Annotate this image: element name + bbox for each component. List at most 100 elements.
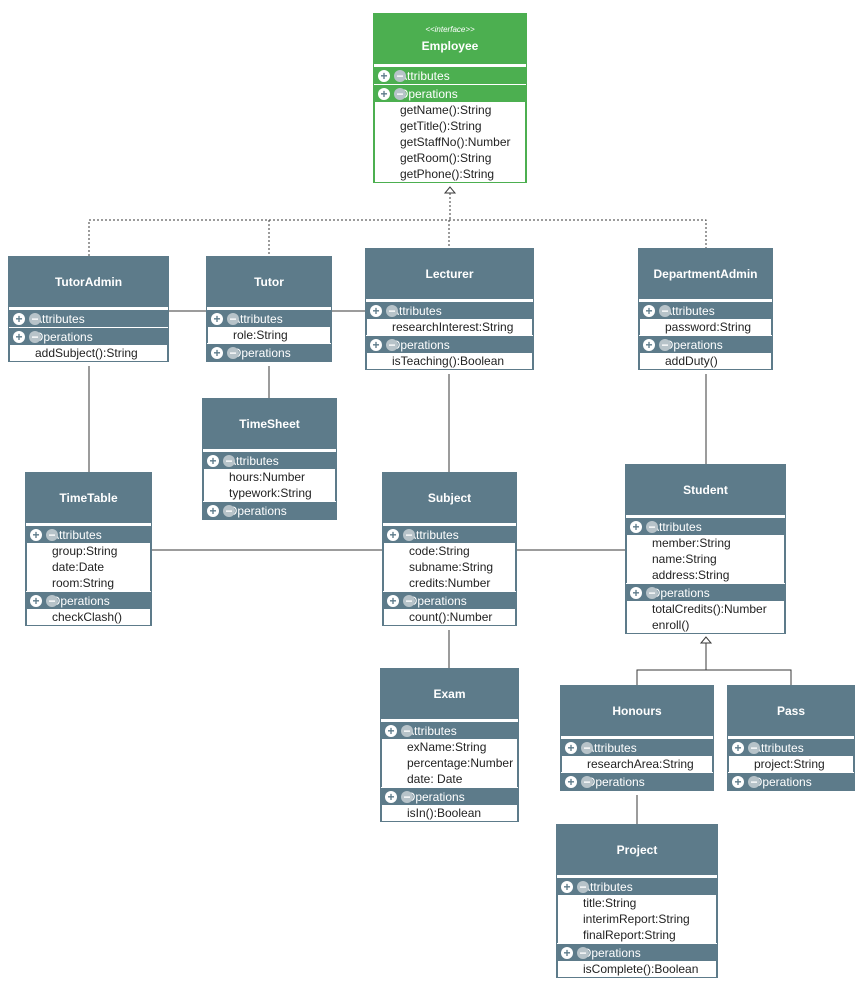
add-operation-icon[interactable]: + (13, 331, 25, 343)
class-exam[interactable]: Exam▼Attributes+−exName:Stringpercentage… (380, 668, 519, 822)
attributes-section-header[interactable]: ▼Attributes+− (9, 309, 168, 327)
operations-section-header[interactable]: ▼Operations+− (557, 943, 717, 961)
attributes-section-header[interactable]: ▼Attributes+− (728, 738, 854, 756)
attribute-row[interactable]: room:String (26, 575, 151, 591)
remove-attribute-icon[interactable]: − (386, 305, 398, 317)
operations-section-header[interactable]: ▼Operations+− (639, 335, 772, 353)
class-departmentadmin[interactable]: DepartmentAdmin▼Attributes+−password:Str… (638, 248, 773, 370)
class-header[interactable]: TimeSheet (203, 399, 336, 451)
operation-row[interactable]: getStaffNo():Number (374, 134, 526, 150)
attributes-section-header[interactable]: ▼Attributes+− (207, 309, 331, 327)
remove-attribute-icon[interactable]: − (659, 305, 671, 317)
add-operation-icon[interactable]: + (561, 947, 573, 959)
add-operation-icon[interactable]: + (378, 88, 390, 100)
add-attribute-icon[interactable]: + (370, 305, 382, 317)
attribute-row[interactable]: date: Date (381, 771, 518, 787)
add-attribute-icon[interactable]: + (643, 305, 655, 317)
remove-attribute-icon[interactable]: − (223, 455, 235, 467)
remove-operation-icon[interactable]: − (659, 339, 671, 351)
attribute-row[interactable]: hours:Number (203, 469, 336, 485)
remove-attribute-icon[interactable]: − (581, 742, 593, 754)
attributes-section-header[interactable]: ▼Attributes+− (561, 738, 713, 756)
operation-row[interactable]: enroll() (626, 617, 785, 633)
class-header[interactable]: Subject (383, 473, 516, 525)
attribute-row[interactable]: finalReport:String (557, 927, 717, 943)
add-operation-icon[interactable]: + (207, 505, 219, 517)
class-subject[interactable]: Subject▼Attributes+−code:Stringsubname:S… (382, 472, 517, 626)
class-header[interactable]: Tutor (207, 257, 331, 309)
attribute-row[interactable]: group:String (26, 543, 151, 559)
operations-section-header[interactable]: ▼Operations+− (561, 772, 713, 790)
add-operation-icon[interactable]: + (630, 587, 642, 599)
remove-attribute-icon[interactable]: − (46, 529, 58, 541)
add-attribute-icon[interactable]: + (630, 521, 642, 533)
class-header[interactable]: DepartmentAdmin (639, 249, 772, 301)
remove-operation-icon[interactable]: − (646, 587, 658, 599)
add-attribute-icon[interactable]: + (732, 742, 744, 754)
remove-operation-icon[interactable]: − (581, 776, 593, 788)
add-attribute-icon[interactable]: + (207, 455, 219, 467)
operation-row[interactable]: addDuty() (639, 353, 772, 369)
remove-attribute-icon[interactable]: − (403, 529, 415, 541)
operations-section-header[interactable]: ▼Operations+− (26, 591, 151, 609)
operations-section-header[interactable]: ▼Operations+− (366, 335, 533, 353)
operations-section-header[interactable]: ▼Operations+− (9, 327, 168, 345)
operation-row[interactable]: getName():String (374, 102, 526, 118)
attribute-row[interactable]: member:String (626, 535, 785, 551)
add-attribute-icon[interactable]: + (30, 529, 42, 541)
operation-row[interactable]: getPhone():String (374, 166, 526, 182)
class-employee[interactable]: <<interface>>Employee▼Attributes+−▼Opera… (373, 13, 527, 183)
operation-row[interactable]: checkClash() (26, 609, 151, 625)
class-pass[interactable]: Pass▼Attributes+−project:String▼Operatio… (727, 685, 855, 791)
operation-row[interactable]: isTeaching():Boolean (366, 353, 533, 369)
attributes-section-header[interactable]: ▼Attributes+− (381, 721, 518, 739)
remove-operation-icon[interactable]: − (46, 595, 58, 607)
add-attribute-icon[interactable]: + (378, 70, 390, 82)
add-operation-icon[interactable]: + (211, 347, 223, 359)
remove-operation-icon[interactable]: − (577, 947, 589, 959)
operation-row[interactable]: getRoom():String (374, 150, 526, 166)
add-attribute-icon[interactable]: + (13, 313, 25, 325)
add-attribute-icon[interactable]: + (561, 881, 573, 893)
attribute-row[interactable]: project:String (728, 756, 854, 772)
remove-operation-icon[interactable]: − (394, 88, 406, 100)
class-header[interactable]: TimeTable (26, 473, 151, 525)
class-project[interactable]: Project▼Attributes+−title:StringinterimR… (556, 824, 718, 978)
attributes-section-header[interactable]: ▼Attributes+− (557, 877, 717, 895)
class-header[interactable]: Student (626, 465, 785, 517)
attributes-section-header[interactable]: ▼Attributes+− (366, 301, 533, 319)
remove-attribute-icon[interactable]: − (401, 725, 413, 737)
remove-attribute-icon[interactable]: − (646, 521, 658, 533)
operations-section-header[interactable]: ▼Operations+− (374, 84, 526, 102)
remove-operation-icon[interactable]: − (748, 776, 760, 788)
remove-operation-icon[interactable]: − (223, 505, 235, 517)
remove-attribute-icon[interactable]: − (577, 881, 589, 893)
attributes-section-header[interactable]: ▼Attributes+− (639, 301, 772, 319)
class-timesheet[interactable]: TimeSheet▼Attributes+−hours:Numbertypewo… (202, 398, 337, 520)
class-header[interactable]: <<interface>>Employee (374, 14, 526, 66)
attribute-row[interactable]: credits:Number (383, 575, 516, 591)
add-operation-icon[interactable]: + (387, 595, 399, 607)
class-lecturer[interactable]: Lecturer▼Attributes+−researchInterest:St… (365, 248, 534, 370)
remove-operation-icon[interactable]: − (401, 791, 413, 803)
class-timetable[interactable]: TimeTable▼Attributes+−group:Stringdate:D… (25, 472, 152, 626)
operations-section-header[interactable]: ▼Operations+− (626, 583, 785, 601)
add-attribute-icon[interactable]: + (385, 725, 397, 737)
operation-row[interactable]: getTitle():String (374, 118, 526, 134)
operations-section-header[interactable]: ▼Operations+− (383, 591, 516, 609)
add-operation-icon[interactable]: + (643, 339, 655, 351)
class-header[interactable]: Lecturer (366, 249, 533, 301)
add-operation-icon[interactable]: + (30, 595, 42, 607)
attribute-row[interactable]: date:Date (26, 559, 151, 575)
attribute-row[interactable]: password:String (639, 319, 772, 335)
attribute-row[interactable]: subname:String (383, 559, 516, 575)
class-header[interactable]: Pass (728, 686, 854, 738)
remove-operation-icon[interactable]: − (227, 347, 239, 359)
add-operation-icon[interactable]: + (385, 791, 397, 803)
remove-operation-icon[interactable]: − (403, 595, 415, 607)
class-header[interactable]: Honours (561, 686, 713, 738)
class-tutoradmin[interactable]: TutorAdmin▼Attributes+−▼Operations+−addS… (8, 256, 169, 362)
remove-attribute-icon[interactable]: − (227, 313, 239, 325)
attribute-row[interactable]: interimReport:String (557, 911, 717, 927)
add-operation-icon[interactable]: + (732, 776, 744, 788)
